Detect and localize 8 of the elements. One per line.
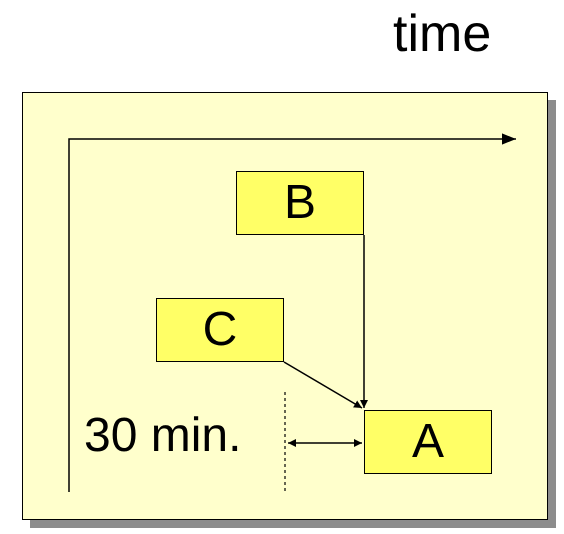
process-box: A bbox=[364, 410, 492, 474]
arrow bbox=[360, 235, 368, 408]
arrow bbox=[284, 361, 362, 409]
process-box: B bbox=[236, 171, 364, 235]
axis-label: time bbox=[393, 6, 492, 64]
panel bbox=[22, 92, 548, 520]
process-box: C bbox=[156, 298, 284, 362]
duration-label: 30 min. bbox=[84, 410, 242, 463]
